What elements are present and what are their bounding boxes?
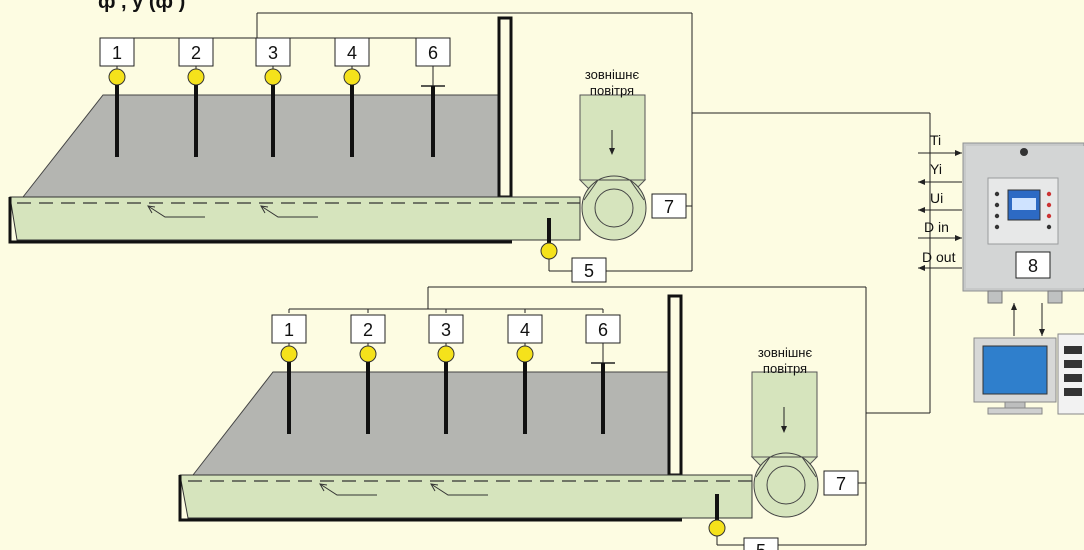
duct-sensor-1: 5 xyxy=(540,218,607,283)
probe-label-1-2: 2 xyxy=(191,43,201,63)
outside-air-label-line1-2: зовнішнє xyxy=(758,345,813,360)
aeration-duct-1 xyxy=(8,196,581,244)
controller-link-2 xyxy=(866,210,931,414)
probe-label-2-2: 2 xyxy=(363,320,373,340)
fan-icon xyxy=(581,175,647,241)
sensor-bulb-icon xyxy=(343,68,361,86)
sensor-bulb-icon xyxy=(437,345,455,363)
sensor-bulb-icon xyxy=(540,242,558,260)
grain-pile-1 xyxy=(21,94,500,198)
controller-cabinet-icon: 8 xyxy=(962,142,1084,304)
sensor-bulb-icon xyxy=(264,68,282,86)
controller-label: 8 xyxy=(1028,256,1038,276)
duct-sensor-label-1: 5 xyxy=(584,261,594,281)
signal-label-d-out: D out xyxy=(922,249,956,265)
probe-label-1-6: 6 xyxy=(428,43,438,63)
controller-link-1 xyxy=(692,112,931,210)
probe-2-3: 3 xyxy=(428,314,464,434)
storage-unit-2: зовнішнє повітря 7 5 1 2 xyxy=(178,210,931,550)
outside-air-label-line2-2: повітря xyxy=(763,361,807,376)
flow-arrow-2b xyxy=(430,483,488,496)
grain-pile-2 xyxy=(191,371,670,476)
probe-1-4: 4 xyxy=(334,37,370,157)
probe-2-4: 4 xyxy=(507,314,543,434)
signal-label-ti: Ti xyxy=(930,132,941,148)
sensor-bulb-icon xyxy=(708,519,726,537)
header-partial-title: ф , у (ф ) xyxy=(98,0,185,13)
probe-2-6: 6 xyxy=(585,314,621,434)
probe-label-1-4: 4 xyxy=(347,43,357,63)
probe-1-3: 3 xyxy=(255,37,291,157)
sensor-bulb-icon xyxy=(280,345,298,363)
down-arrow-icon xyxy=(609,148,615,155)
computer-icon xyxy=(973,333,1084,415)
probe-label-2-6: 6 xyxy=(598,320,608,340)
fan-label-box-2 xyxy=(823,470,859,496)
bin-wall-1 xyxy=(497,16,513,199)
aeration-duct-2 xyxy=(178,474,753,522)
outside-air-label-line2: повітря xyxy=(590,83,634,98)
duct-sensor-2: 5 xyxy=(708,494,779,550)
down-arrow-icon xyxy=(781,426,787,433)
flow-arrow-1b xyxy=(260,205,318,218)
signal-label-d-in: D in xyxy=(924,219,949,235)
signal-lines xyxy=(918,152,962,269)
probe-label-2-1: 1 xyxy=(284,320,294,340)
probe-label-2-4: 4 xyxy=(520,320,530,340)
probe-1-2: 2 xyxy=(178,37,214,157)
probe-1-6: 6 xyxy=(415,37,451,157)
duct-sensor-label-2: 5 xyxy=(756,541,766,550)
probe-1-1: 1 xyxy=(99,37,135,157)
sensor-bulb-icon xyxy=(187,68,205,86)
bin-wall-2 xyxy=(667,294,683,477)
fan-label-1: 7 xyxy=(664,197,674,217)
sensor-bulb-icon xyxy=(359,345,377,363)
probe-2-2: 2 xyxy=(350,314,386,434)
fan-label-2: 7 xyxy=(836,474,846,494)
signal-arrows xyxy=(918,150,962,271)
fan-icon xyxy=(753,452,819,518)
probe-2-1: 1 xyxy=(271,314,307,434)
storage-unit-1: зовнішнє повітря 7 5 1 xyxy=(8,12,931,283)
fan-label-box-1 xyxy=(651,193,687,219)
probe-label-1-3: 3 xyxy=(268,43,278,63)
signal-label-ui: Ui xyxy=(930,190,943,206)
flow-arrow-2a xyxy=(319,483,377,496)
pc-link xyxy=(1011,303,1045,336)
probe-label-2-3: 3 xyxy=(441,320,451,340)
signal-label-yi: Yi xyxy=(930,161,942,177)
sensor-bulb-icon xyxy=(108,68,126,86)
probe-label-1-1: 1 xyxy=(112,43,122,63)
sensor-bulb-icon xyxy=(516,345,534,363)
flow-arrow-1a xyxy=(147,205,205,218)
outside-air-label-line1: зовнішнє xyxy=(585,67,640,82)
